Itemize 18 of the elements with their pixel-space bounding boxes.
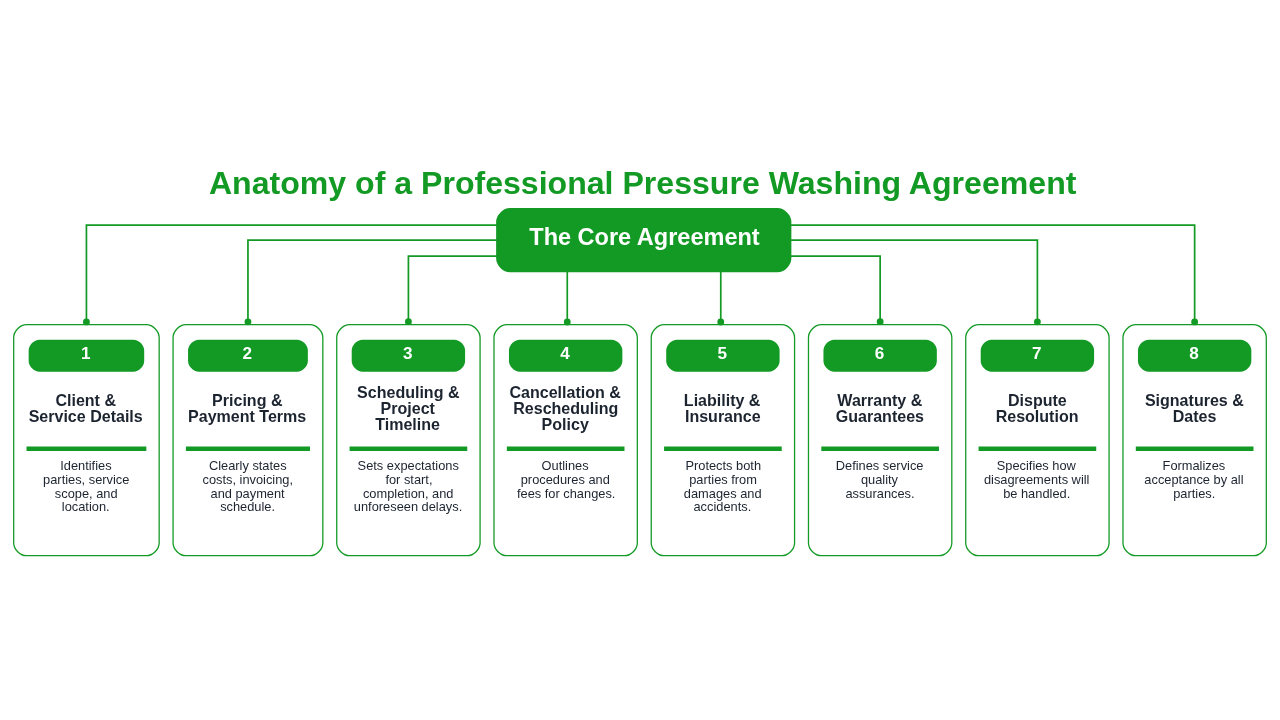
node-box: 3 Scheduling & Project Timeline Sets expectations for start, completion, and unforeseen delays. (336, 323, 481, 556)
diagram-title: Anatomy of a Professional Pressure Washing Agreement (208, 164, 1077, 201)
connector (244, 238, 498, 325)
connector (563, 270, 571, 325)
connector (789, 223, 1199, 325)
node-box: 7 Dispute Resolution Specifies how disagreements will be handled. (965, 323, 1110, 556)
node-box: 6 Warranty & Guarantees Defines service quality assurances. (807, 323, 953, 556)
connector (789, 238, 1041, 325)
connector (83, 223, 498, 325)
node-box: 8 Signatures & Dates Formalizes acceptance by all parties. (1122, 323, 1267, 556)
node-box: 2 Pricing & Payment Terms Clearly states costs, invoicing, and payment schedule. (172, 323, 324, 556)
node-box: 5 Liability & Insurance Protects both parties from damages and accidents. (650, 323, 796, 556)
node-box: 4 Cancellation & Rescheduling Policy Outlines procedures and fees for changes. (493, 323, 638, 556)
connector (405, 254, 498, 325)
connector (717, 270, 725, 325)
node-box: 1 Client & Service Details Identifies parties, service scope, and location. (13, 323, 160, 556)
connector (789, 254, 884, 325)
node-box: The Core Agreement (496, 207, 792, 272)
